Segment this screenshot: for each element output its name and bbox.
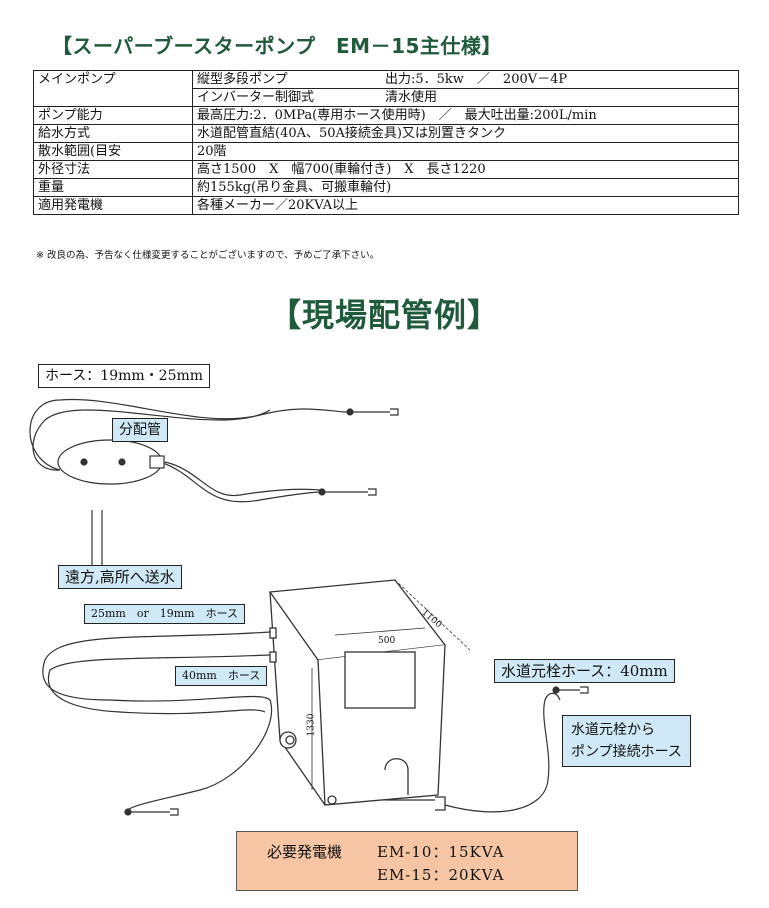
water-hose-label: 水道元栓ホース：40mm — [494, 659, 675, 683]
spec-label: メインポンプ — [33, 70, 193, 107]
spec-table: メインポンプ 縦型多段ポンプ 出力:5．5kw ／ 200V－4P インバーター制… — [33, 70, 739, 215]
spec-value: 高さ1500 X 幅700(車輪付き) X 長さ1220 — [192, 160, 739, 179]
table-row: ポンプ能力最高圧力:2．0MPa(専用ホース使用時) ／ 最大吐出量:200L/… — [33, 106, 739, 125]
table-row: 適用発電機各種メーカー／20KVA以上 — [33, 196, 739, 215]
dimension-1330: 1330 — [306, 713, 317, 737]
hose-line — [444, 692, 561, 813]
generator-row: EM-10：15KVA — [377, 843, 505, 861]
table-row: メインポンプ 縦型多段ポンプ 出力:5．5kw ／ 200V－4P — [33, 70, 739, 107]
distributor-label: 分配管 — [112, 418, 168, 442]
spec-value-part: インバーター制御式 — [197, 90, 315, 105]
spec-value-part: 出力:5．5kw ／ 200V－4P — [385, 72, 568, 87]
hose-line — [47, 654, 271, 715]
tap-label-line2: ポンプ接続ホース — [571, 744, 682, 760]
disclaimer-note: ※ 改良の為、予告なく仕様変更することがございますので、予めご了承下さい。 — [36, 250, 380, 261]
section-title: 【現場配管例】 — [268, 296, 500, 334]
generator-label: 必要発電機 — [267, 843, 343, 861]
hose-size-label: ホース：19mm・25mm — [38, 364, 211, 388]
spec-value-part: 清水使用 — [385, 90, 438, 105]
generator-box: 必要発電機 EM-10：15KVA EM-15：20KVA — [236, 831, 578, 891]
generator-row: EM-15：20KVA — [377, 866, 505, 884]
spec-title: 【スーパーブースターポンプ EM－15主仕様】 — [52, 34, 502, 58]
spec-label: 適用発電機 — [33, 196, 193, 215]
spec-label: ポンプ能力 — [33, 106, 193, 125]
spec-value-part: 縦型多段ポンプ — [197, 72, 288, 87]
hose-line — [164, 461, 321, 497]
tap-connection-label: 水道元栓から ポンプ接続ホース — [562, 715, 691, 767]
hose-line — [42, 631, 273, 813]
spec-label: 給水方式 — [33, 124, 193, 143]
distributor-pipe — [57, 439, 163, 485]
hose-25-19-label: 25mm or 19mm ホース — [84, 604, 246, 624]
pump-unit — [268, 579, 471, 811]
dimension-500: 500 — [378, 636, 396, 646]
hose-line — [159, 461, 323, 503]
tap-label-line1: 水道元栓から — [571, 722, 655, 738]
hose-line — [29, 398, 346, 471]
spec-value: 最高圧力:2．0MPa(専用ホース使用時) ／ 最大吐出量:200L/min — [192, 106, 739, 125]
hose-40-label: 40mm ホース — [175, 666, 268, 686]
spec-value: 各種メーカー／20KVA以上 — [192, 196, 739, 215]
far-delivery-label: 遠方,高所へ送水 — [58, 565, 182, 589]
table-row: 重量約155kg(吊り金具、可搬車輪付) — [33, 178, 739, 197]
